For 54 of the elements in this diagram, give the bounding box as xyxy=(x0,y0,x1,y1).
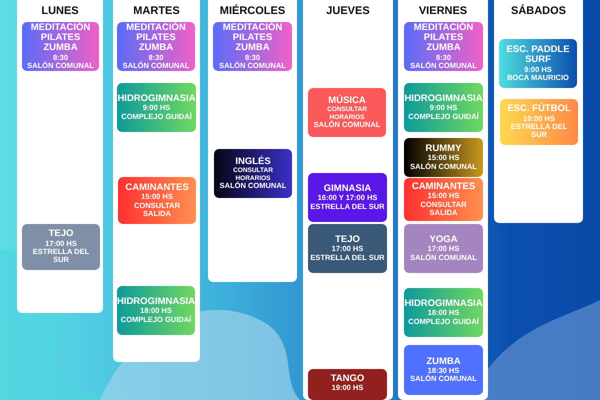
day-heading: VIERNES xyxy=(418,4,468,18)
activity-card xyxy=(404,288,483,337)
day-heading: MIÉRCOLES xyxy=(218,4,286,18)
activity-card xyxy=(214,149,292,198)
day-heading: SÁBADOS xyxy=(510,4,567,18)
activity-card xyxy=(22,224,100,270)
activity-name: INGLÉS xyxy=(235,157,271,168)
activity-card xyxy=(308,224,387,273)
activity-name: MEDITACIÓN PILATES ZUMBA xyxy=(30,22,92,54)
activity-name: MEDITACIÓN PILATES ZUMBA xyxy=(412,22,474,54)
activity-name: HIDROGIMNASIA xyxy=(404,299,483,310)
activity-card xyxy=(499,39,577,88)
activity-name: GIMNASIA xyxy=(324,184,372,194)
activity-name: ESC. FÚTBOL xyxy=(507,104,571,115)
activity-name: TEJO xyxy=(48,229,74,240)
activity-name: TANGO xyxy=(330,374,364,384)
activity-name: CAMINANTES xyxy=(412,182,476,192)
activity-card xyxy=(22,22,99,71)
activity-name: RUMMY xyxy=(426,144,462,154)
activity-card xyxy=(404,83,483,132)
day-column xyxy=(303,0,393,400)
day-heading: LUNES xyxy=(40,4,80,18)
activity-card xyxy=(500,99,578,145)
day-heading: JUEVES xyxy=(325,4,371,18)
day-heading: MARTES xyxy=(132,4,181,18)
activity-name: CAMINANTES xyxy=(125,182,189,194)
activity-card xyxy=(404,224,483,273)
activity-name: MEDITACIÓN PILATES ZUMBA xyxy=(222,22,284,54)
activity-card xyxy=(118,177,196,224)
activity-name: HIDROGIMNASIA xyxy=(117,94,196,104)
activity-name: ESC. PADDLE SURF xyxy=(505,44,571,66)
day-column xyxy=(494,0,583,223)
activity-card xyxy=(117,286,195,335)
activity-card xyxy=(404,22,483,71)
activity-name: MÚSICA xyxy=(328,96,366,106)
activity-card xyxy=(308,88,386,137)
activity-card xyxy=(117,22,195,71)
activity-card xyxy=(117,83,196,132)
activity-name: MEDITACIÓN PILATES ZUMBA xyxy=(125,22,187,54)
activity-name: ZUMBA xyxy=(426,356,461,367)
activity-name: TEJO xyxy=(335,235,360,246)
activity-name: HIDROGIMNASIA xyxy=(404,94,483,104)
activity-card xyxy=(308,173,387,222)
day-column xyxy=(113,0,200,362)
day-column xyxy=(17,0,103,313)
day-column xyxy=(208,0,297,282)
activity-card xyxy=(308,369,387,400)
activity-card xyxy=(404,178,483,221)
activity-name: HIDROGIMNASIA xyxy=(116,297,196,308)
activity-name: YOGA xyxy=(430,235,458,246)
activity-card xyxy=(404,138,483,177)
day-column xyxy=(398,0,488,400)
activity-card xyxy=(213,22,292,71)
activity-card xyxy=(404,345,483,395)
